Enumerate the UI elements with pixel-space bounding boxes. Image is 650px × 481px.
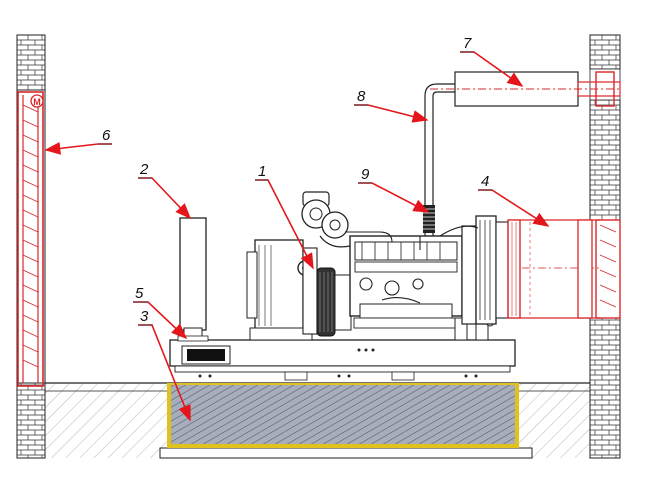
callout-numbers: 1 2 3 4 5 6 7 8 9 [102,35,489,325]
leader-9 [358,182,430,213]
callout-7: 7 [463,35,472,52]
radiator [439,215,509,325]
callout-leader-lines [98,51,492,326]
callout-8: 8 [357,88,366,105]
motor-icon [30,94,44,108]
louver-icon [595,219,621,319]
callout-1: 1 [258,163,266,180]
turbocharger [301,191,421,250]
callout-2: 2 [139,161,149,178]
leader-2 [138,177,192,220]
callout-3: 3 [140,308,149,325]
foundation [159,383,533,459]
radiator-air-duct [507,219,621,319]
control-panel [177,217,209,342]
leader-8 [354,104,429,123]
callout-4: 4 [481,173,489,190]
flywheel [316,267,352,337]
callout-9: 9 [361,166,370,183]
nameplate [187,349,225,361]
intake-louver: M [17,91,44,387]
valve-symbol: M [33,97,41,107]
skid-frame [169,339,516,381]
callout-5: 5 [135,285,144,302]
leader-6 [44,141,112,155]
right-wall [589,34,621,459]
callout-6: 6 [102,127,111,144]
